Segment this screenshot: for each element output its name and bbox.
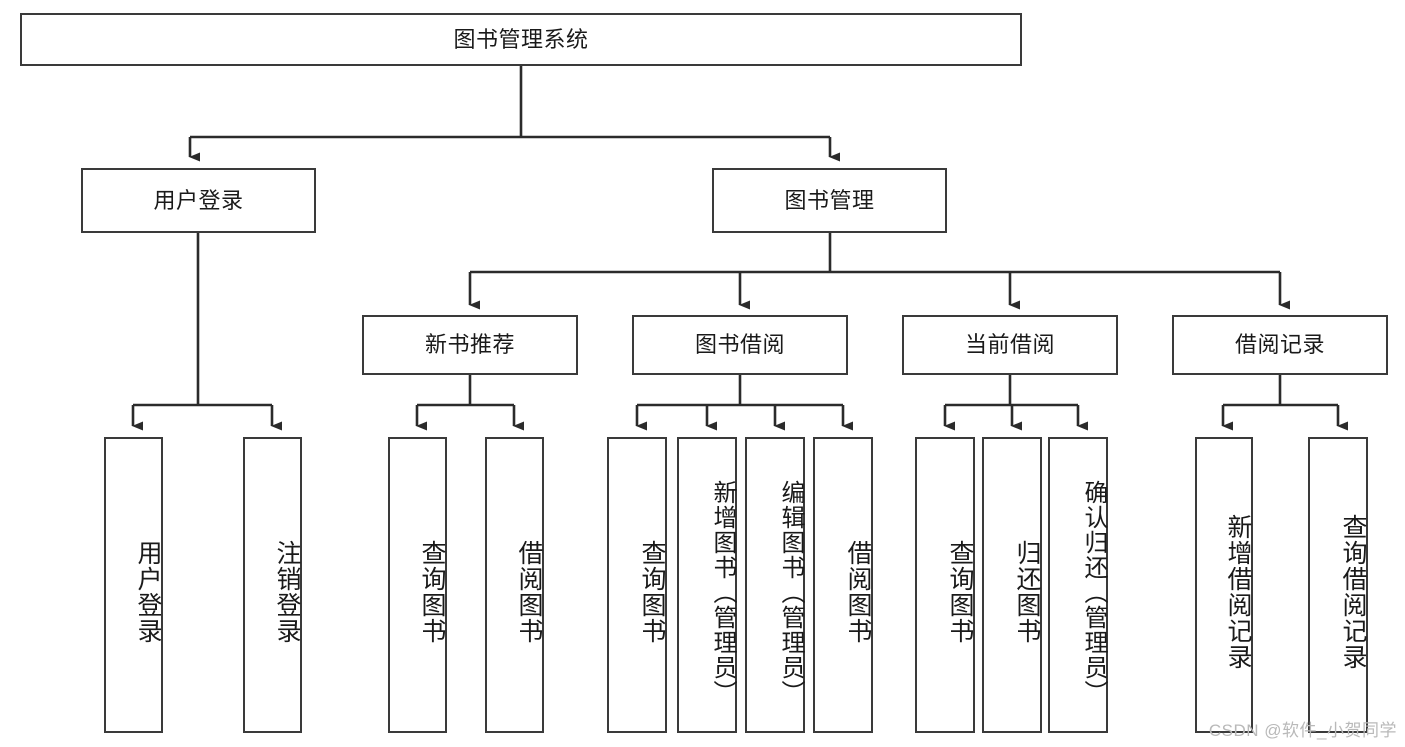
- node-label: 图书管理: [784, 187, 875, 213]
- node-label: 新增图书（管理员）: [709, 479, 736, 705]
- node-new-book-recommend[interactable]: 新书推荐: [362, 315, 578, 375]
- leaf-book-borrow-borrow-book[interactable]: 借阅图书: [813, 437, 873, 733]
- node-label: 用户登录: [153, 187, 244, 213]
- node-book-borrow[interactable]: 图书借阅: [632, 315, 848, 375]
- node-label: 编辑图书（管理员）: [777, 479, 804, 705]
- node-label: 注销登录: [273, 540, 301, 644]
- node-label: 查询图书: [946, 540, 974, 644]
- node-label: 借阅图书: [515, 540, 543, 644]
- node-borrow-record[interactable]: 借阅记录: [1172, 315, 1388, 375]
- leaf-current-borrow-return-book[interactable]: 归还图书: [982, 437, 1042, 733]
- node-label: 借阅记录: [1234, 332, 1325, 358]
- leaf-borrow-record-query-record[interactable]: 查询借阅记录: [1308, 437, 1368, 733]
- node-root-book-management-system[interactable]: 图书管理系统: [20, 13, 1022, 66]
- node-label: 新增借阅记录: [1224, 514, 1252, 670]
- node-label: 查询图书: [418, 540, 446, 644]
- leaf-borrow-record-add-record[interactable]: 新增借阅记录: [1195, 437, 1253, 733]
- node-label: 确认归还（管理员）: [1080, 479, 1107, 705]
- watermark: CSDN @软件_小贺同学: [1208, 721, 1397, 740]
- node-current-borrow[interactable]: 当前借阅: [902, 315, 1118, 375]
- node-label: 查询图书: [638, 540, 666, 644]
- node-label: 图书管理系统: [453, 26, 589, 52]
- leaf-user-login-logout[interactable]: 注销登录: [243, 437, 302, 733]
- leaf-new-book-borrow-book[interactable]: 借阅图书: [485, 437, 544, 733]
- node-label: 用户登录: [134, 540, 162, 644]
- leaf-new-book-query-book[interactable]: 查询图书: [388, 437, 447, 733]
- node-label: 当前借阅: [964, 332, 1055, 358]
- leaf-current-borrow-confirm-return-admin[interactable]: 确认归还（管理员）: [1048, 437, 1108, 733]
- node-label: 归还图书: [1013, 540, 1041, 644]
- node-label: 新书推荐: [424, 332, 515, 358]
- node-book-management[interactable]: 图书管理: [712, 168, 947, 233]
- leaf-current-borrow-query-book[interactable]: 查询图书: [915, 437, 975, 733]
- leaf-book-borrow-edit-book-admin[interactable]: 编辑图书（管理员）: [745, 437, 805, 733]
- node-user-login[interactable]: 用户登录: [81, 168, 316, 233]
- node-label: 借阅图书: [844, 540, 872, 644]
- leaf-user-login-login[interactable]: 用户登录: [104, 437, 163, 733]
- node-label: 图书借阅: [694, 332, 785, 358]
- leaf-book-borrow-add-book-admin[interactable]: 新增图书（管理员）: [677, 437, 737, 733]
- leaf-book-borrow-query-book[interactable]: 查询图书: [607, 437, 667, 733]
- node-label: 查询借阅记录: [1339, 514, 1367, 670]
